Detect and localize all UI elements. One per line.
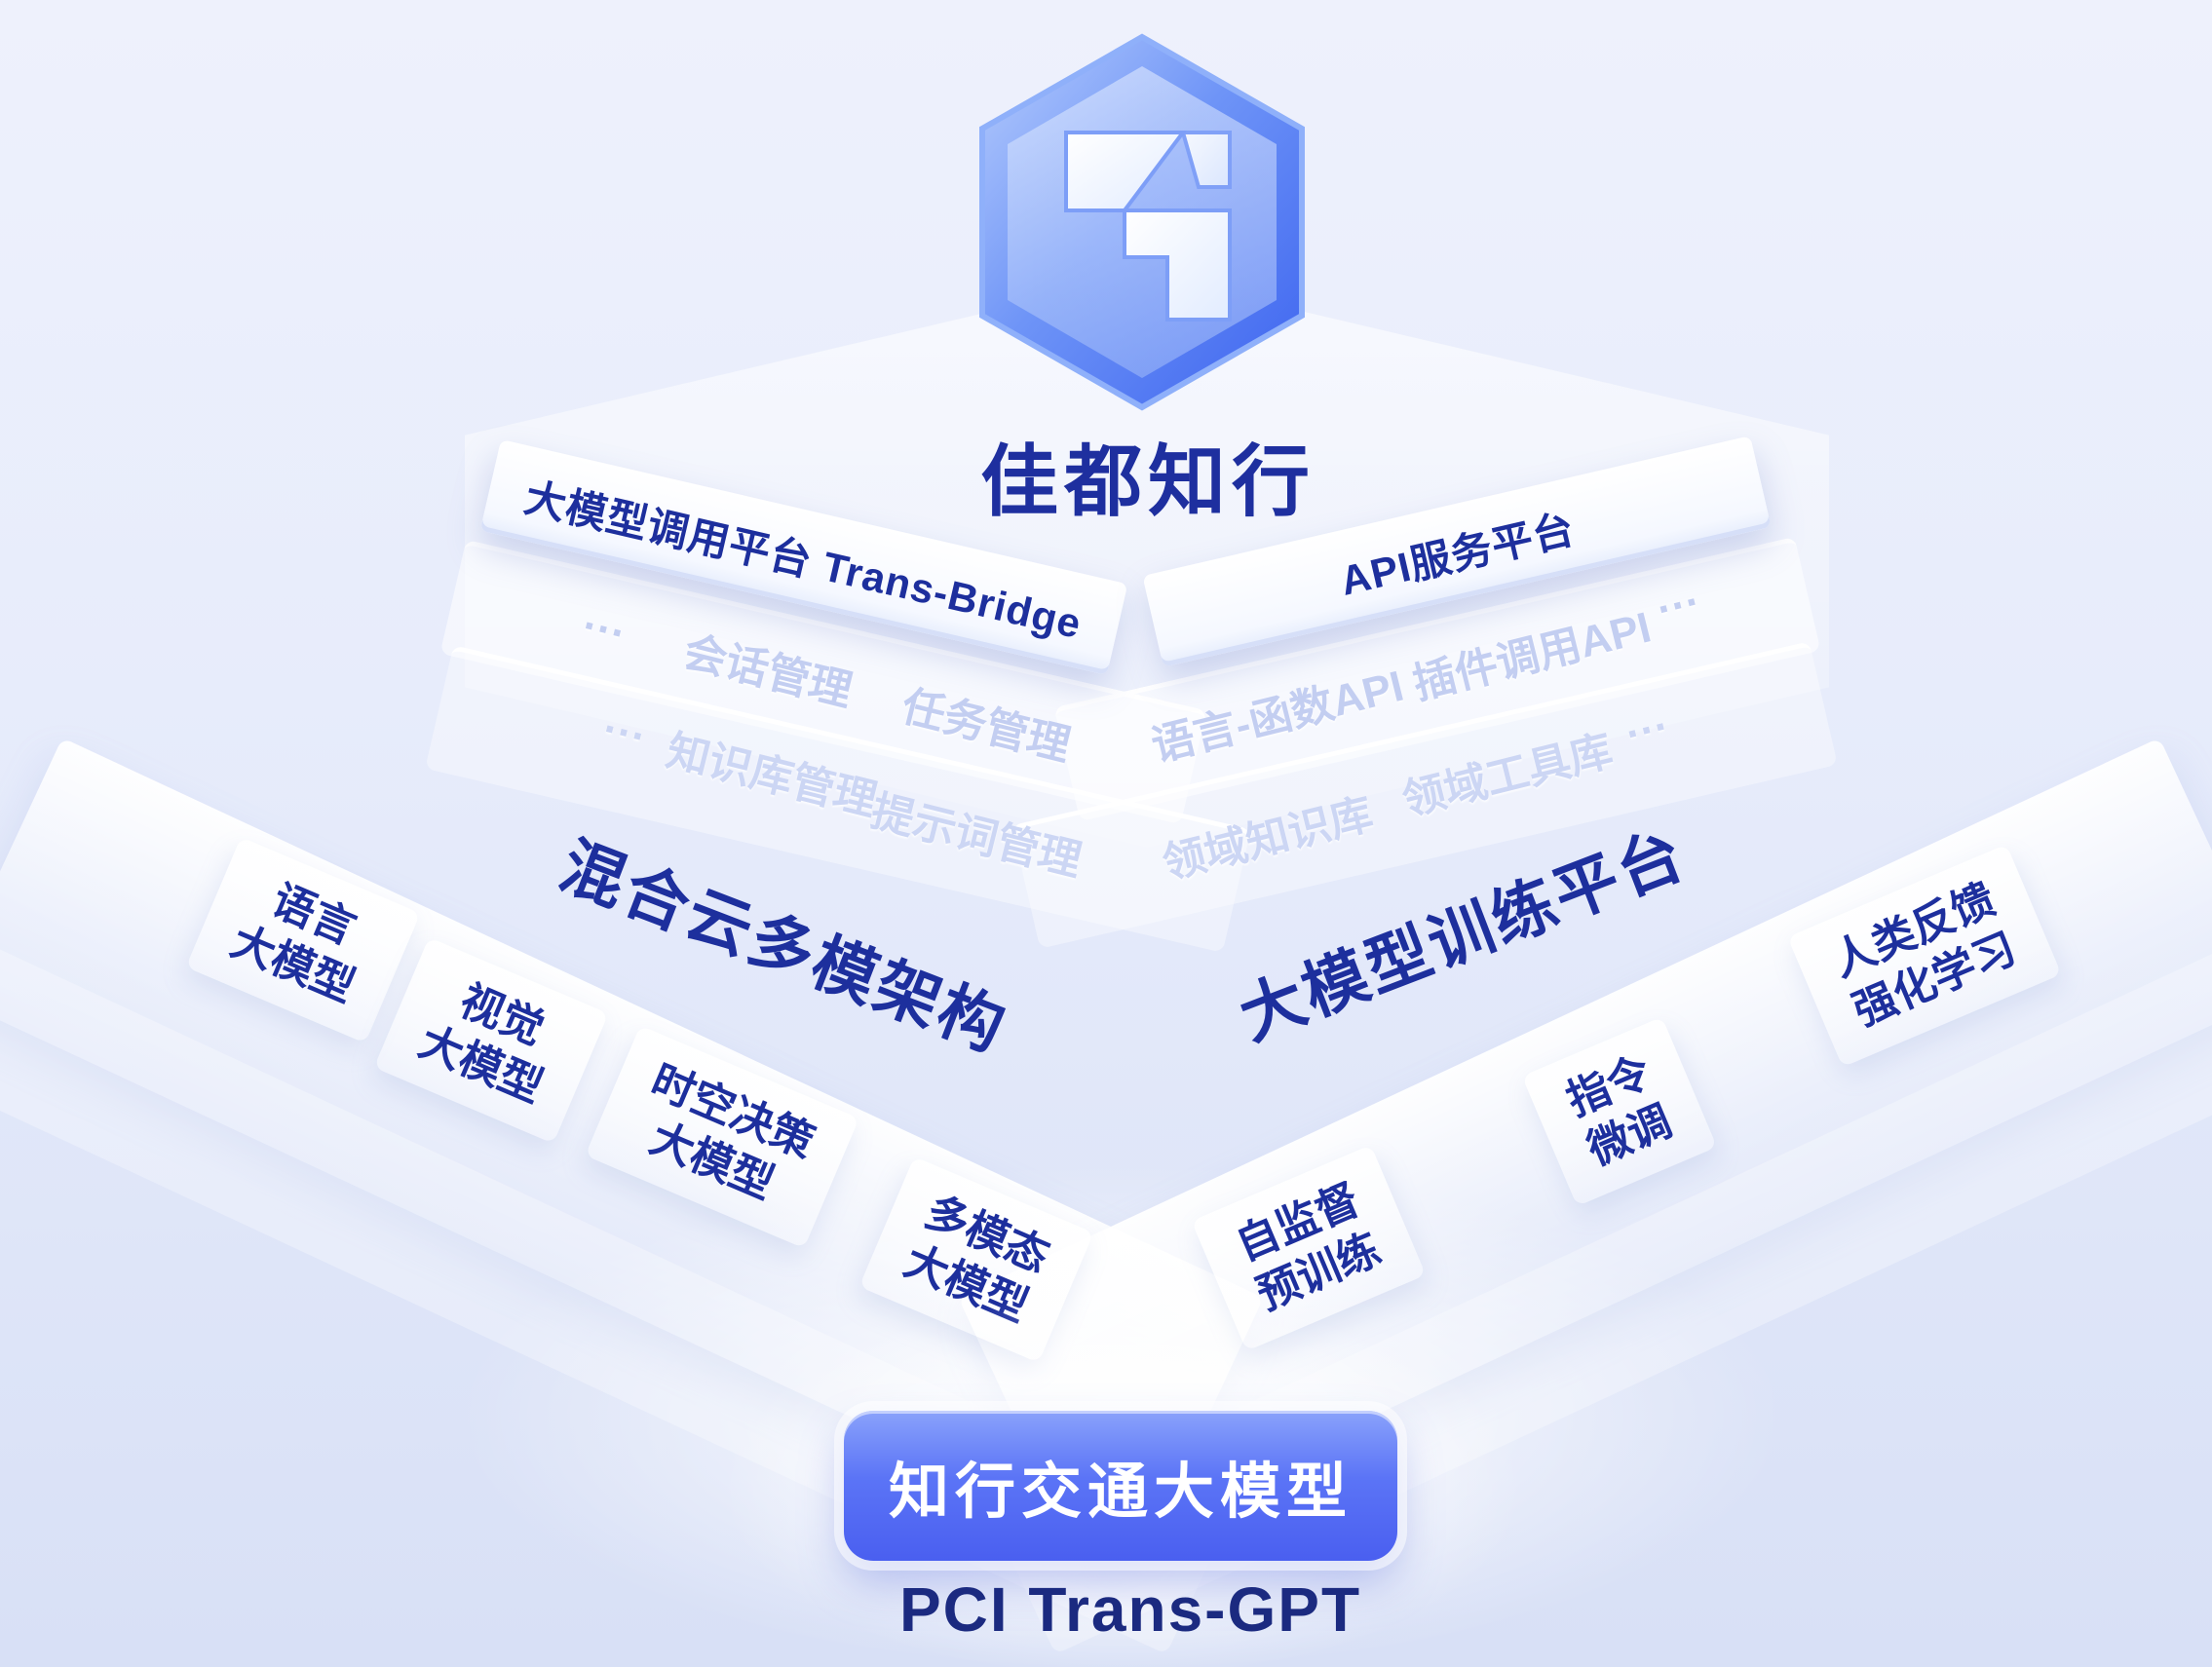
brand-logo xyxy=(953,27,1333,421)
brand-name: 佳都知行 xyxy=(980,438,1316,525)
hexagon-emblem-icon xyxy=(979,33,1305,411)
product-name: PCI Trans-GPT xyxy=(898,1574,1362,1645)
traffic-model-badge: 知行交通大模型 xyxy=(844,1411,1397,1561)
